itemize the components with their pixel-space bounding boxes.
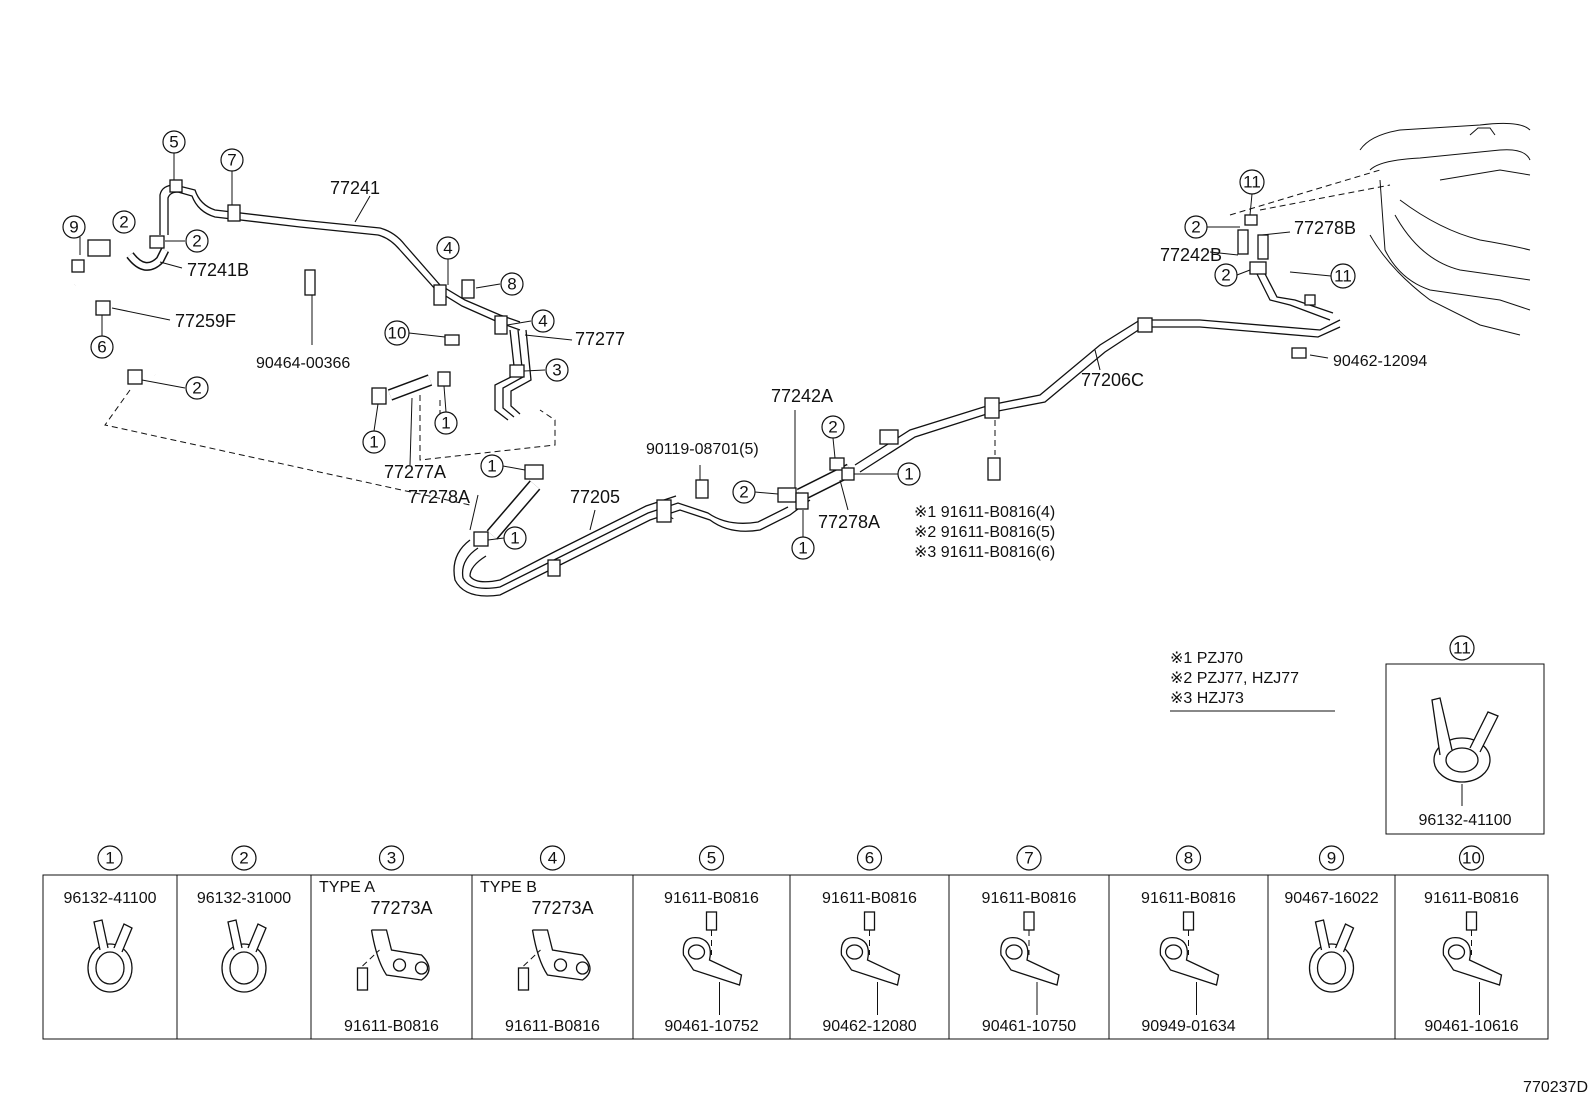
legend-pzj70: ※1 PZJ70 [1170, 650, 1243, 667]
table-col-number: 10 [1462, 849, 1481, 868]
label-bolt-pzj70: ※1 91611-B0816(4) [914, 504, 1055, 521]
label-77206C: 77206C [1081, 370, 1144, 390]
legend-hzj73: ※3 HZJ73 [1170, 690, 1244, 707]
callout-8: 8 [507, 275, 516, 294]
table-col-number: 3 [387, 849, 396, 868]
callouts: 5 7 9 2 2 6 2 4 8 4 3 10 1 1 1 1 2 2 1 1… [62, 130, 1356, 560]
table-top-part: 91611-B0816 [1141, 890, 1236, 907]
callout-9: 9 [69, 218, 78, 237]
label-90119-08701: 90119-08701(5) [646, 441, 759, 458]
table-top-part: 91611-B0816 [1424, 890, 1519, 907]
table-bottom-part: 90461-10750 [982, 1018, 1076, 1035]
legend-pzj77-hzj77: ※2 PZJ77, HZJ77 [1170, 670, 1299, 687]
table-clamp-illustration [87, 919, 133, 993]
table-clamp-illustration [1442, 911, 1503, 1015]
table-col-number: 9 [1327, 849, 1336, 868]
table-clamp-illustration [356, 929, 430, 991]
label-77241: 77241 [330, 178, 380, 198]
callout-2: 2 [739, 483, 748, 502]
label-bolt-hzj73: ※3 91611-B0816(6) [914, 544, 1055, 561]
label-77241B: 77241B [187, 260, 249, 280]
callout-6: 6 [97, 338, 106, 357]
leader-lines [79, 153, 1332, 541]
callout-4: 4 [538, 312, 547, 331]
table-type-label: TYPE A [319, 879, 375, 896]
detail-11: 11 96132-41100 [1385, 635, 1545, 835]
callout-11: 11 [1243, 173, 1261, 192]
detail-11-number: 11 [1453, 639, 1471, 658]
table-bottom-part: 90461-10616 [1424, 1018, 1518, 1035]
model-legend: ※1 PZJ70 ※2 PZJ77, HZJ77 ※3 HZJ73 [1170, 650, 1335, 712]
table-clamp-illustration [682, 911, 743, 1015]
table-top-part: 96132-41100 [63, 890, 156, 907]
table-col-number: 6 [865, 849, 874, 868]
table-top-part: 91611-B0816 [664, 890, 759, 907]
callout-11: 11 [1334, 267, 1352, 286]
label-90462-12094: 90462-12094 [1333, 353, 1427, 370]
callout-7: 7 [227, 151, 236, 170]
label-77205: 77205 [570, 487, 620, 507]
table-col-number: 2 [239, 849, 248, 868]
label-77242A: 77242A [771, 386, 833, 406]
pipe-clamps [71, 179, 1316, 577]
table-clamp-illustration [221, 919, 267, 993]
figure-code: 770237D [1523, 1079, 1588, 1096]
table-clamp-illustration [1000, 911, 1060, 1015]
callout-2: 2 [1221, 266, 1230, 285]
label-77277: 77277 [575, 329, 625, 349]
table-sub-part: 77273A [370, 898, 432, 918]
table-top-part: 91611-B0816 [982, 890, 1077, 907]
table-clamp-illustration [1308, 919, 1355, 993]
table-col-number: 7 [1024, 849, 1033, 868]
callout-1: 1 [369, 433, 378, 452]
table-bottom-part: 91611-B0816 [505, 1018, 600, 1035]
callout-3: 3 [552, 361, 561, 380]
callout-2: 2 [192, 232, 201, 251]
table-col-number: 4 [548, 849, 557, 868]
label-bolt-pzj77: ※2 91611-B0816(5) [914, 524, 1055, 541]
callout-1: 1 [487, 457, 496, 476]
table-top-part: 90467-16022 [1284, 890, 1378, 907]
callout-2: 2 [119, 213, 128, 232]
callout-2: 2 [192, 379, 201, 398]
callout-5: 5 [169, 133, 178, 152]
table-type-label: TYPE B [480, 879, 537, 896]
part-labels: 77241 77241B 77259F 90464-00366 77277 77… [175, 178, 1427, 561]
label-77259F: 77259F [175, 311, 236, 331]
callout-2: 2 [1191, 218, 1200, 237]
table-bottom-part: 90461-10752 [664, 1018, 758, 1035]
table-col-number: 8 [1184, 849, 1193, 868]
callout-1: 1 [441, 414, 450, 433]
callout-2: 2 [828, 418, 837, 437]
callout-10: 10 [388, 324, 407, 343]
table-top-part: 96132-31000 [197, 890, 291, 907]
table-col-number: 1 [105, 849, 114, 868]
table-bottom-part: 90462-12080 [822, 1018, 916, 1035]
table-top-part: 91611-B0816 [822, 890, 917, 907]
table-bottom-part: 91611-B0816 [344, 1018, 439, 1035]
callout-1: 1 [798, 539, 807, 558]
table-clamp-illustration [840, 911, 901, 1015]
label-77278B: 77278B [1294, 218, 1356, 238]
callout-1: 1 [904, 465, 913, 484]
table-bottom-part: 90949-01634 [1141, 1018, 1235, 1035]
label-90464-00366: 90464-00366 [256, 355, 350, 372]
label-77242B: 77242B [1160, 245, 1222, 265]
table-sub-part: 77273A [531, 898, 593, 918]
detail-11-part: 96132-41100 [1418, 812, 1511, 829]
table-clamp-illustration [1159, 911, 1220, 1015]
table-clamp-illustration [517, 929, 591, 991]
label-77278A: 77278A [408, 487, 470, 507]
callout-4: 4 [443, 239, 452, 258]
label-77278A-right: 77278A [818, 512, 880, 532]
table-col-number: 5 [707, 849, 716, 868]
label-77277A: 77277A [384, 462, 446, 482]
callout-1: 1 [510, 529, 519, 548]
